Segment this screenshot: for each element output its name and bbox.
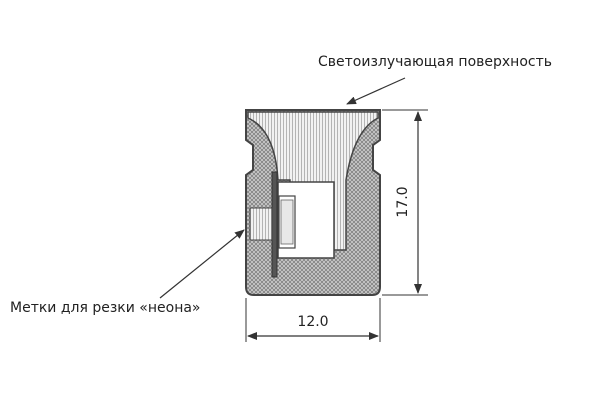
surface-label: Светоизлучающая поверхность (318, 54, 552, 70)
led-chip-inner (280, 199, 294, 245)
cut-marks-leader-line (159, 229, 245, 299)
cut-marks (249, 207, 273, 241)
height-dimension-text: 17.0 (395, 186, 411, 217)
led-strip-pcb (271, 171, 278, 278)
surface-leader-line (346, 77, 406, 105)
cut-marks-label: Метки для резки «неона» (10, 300, 201, 316)
width-dimension-text: 12.0 (297, 314, 328, 330)
